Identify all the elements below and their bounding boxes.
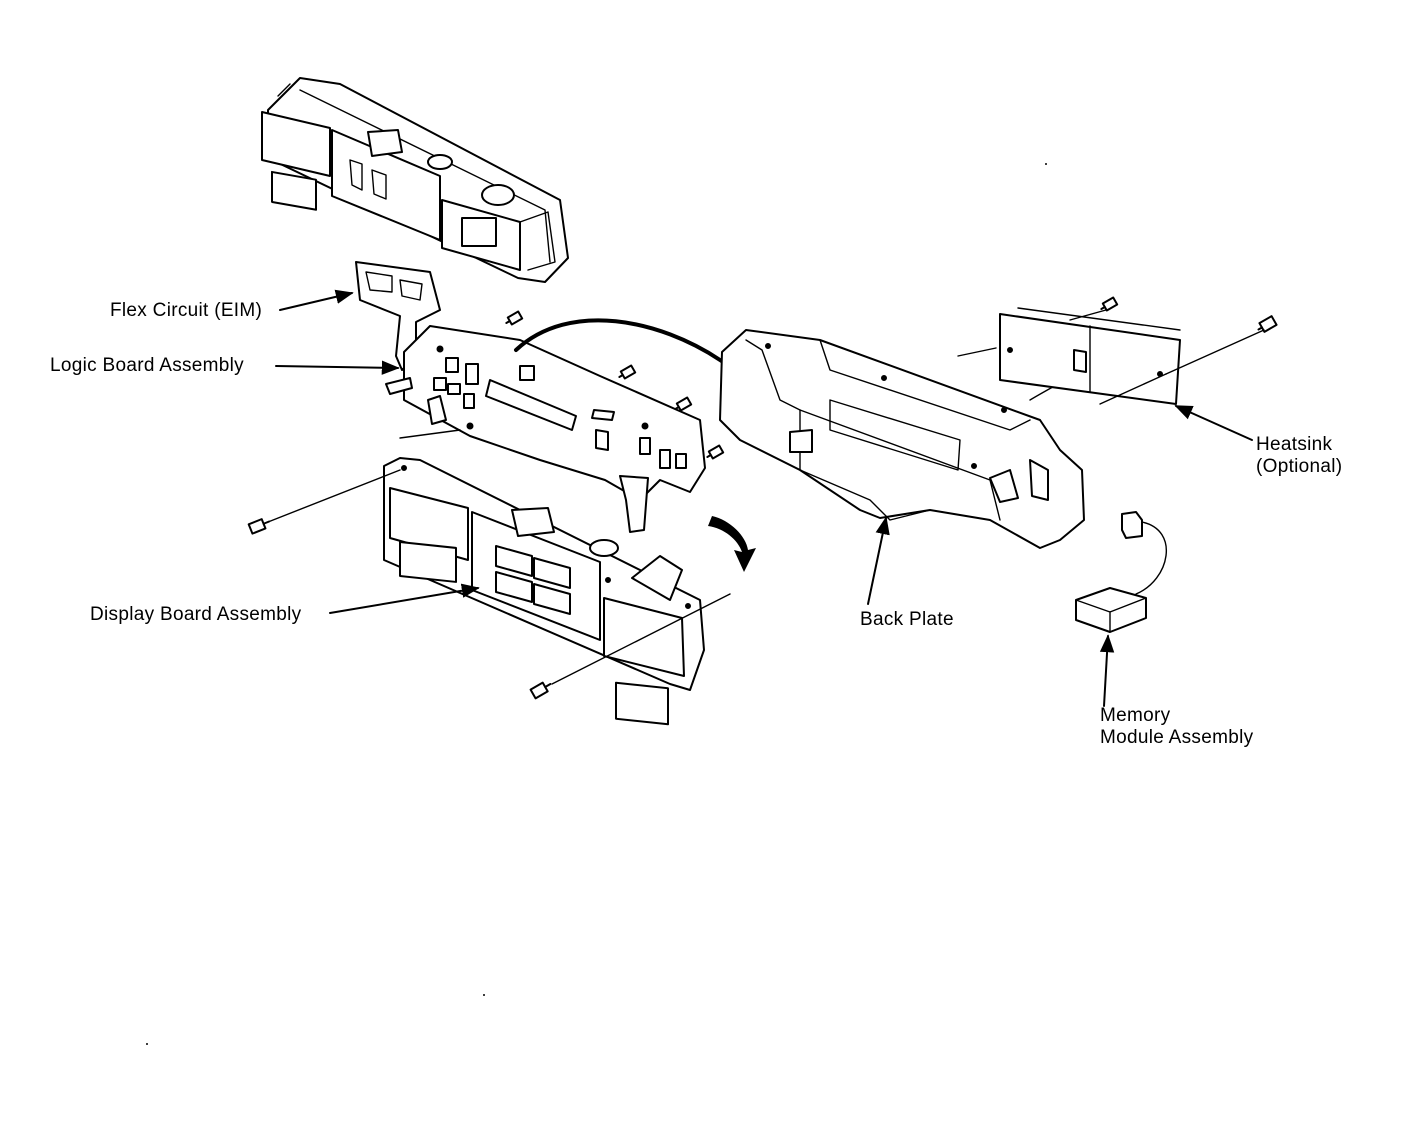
rotate-arrow: [708, 516, 756, 572]
label-memory: Memory: [1100, 705, 1171, 726]
label-heatsink: Heatsink: [1256, 434, 1333, 455]
heatsink: [999, 307, 1181, 405]
label-memory-module-assembly: Module Assembly: [1100, 727, 1254, 748]
label-flex-circuit: Flex Circuit (EIM): [110, 300, 263, 321]
alignment-lines: [267, 309, 1265, 685]
label-heatsink-optional: (Optional): [1256, 456, 1343, 477]
logic-board: [385, 325, 706, 533]
label-display-board: Display Board Assembly: [90, 604, 302, 625]
back-plate: [719, 329, 1085, 549]
label-logic-board: Logic Board Assembly: [50, 355, 244, 376]
assembled-unit: [261, 77, 569, 283]
label-back-plate: Back Plate: [860, 609, 954, 630]
leader-arrows: [275, 289, 1253, 707]
display-board: [383, 457, 705, 726]
memory-module: [1075, 511, 1167, 633]
